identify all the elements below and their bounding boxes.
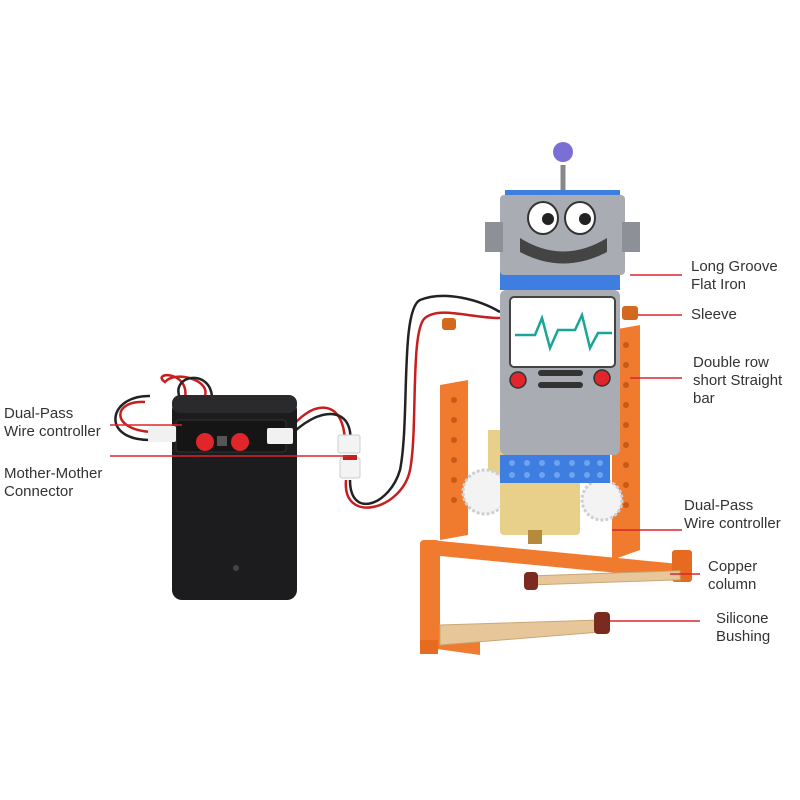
wire-connector-to-robot-black	[348, 294, 501, 505]
wire-left-loop-black	[114, 394, 151, 442]
label-dual-pass-right: Dual-Pass Wire controller	[684, 497, 781, 532]
copper-columns	[439, 570, 681, 646]
wire-red-top	[160, 374, 207, 399]
label-dual-pass-left: Dual-Pass Wire controller	[4, 405, 101, 440]
heartbeat-line	[515, 311, 612, 352]
wire-connector-to-robot-red	[344, 311, 501, 509]
label-silicone-bushing: Silicone Bushing	[716, 610, 771, 645]
wire-right-black	[287, 412, 352, 446]
label-double-row-straight-bar: Double row short Straight bar	[693, 354, 783, 407]
label-sleeve: Sleeve	[691, 306, 737, 323]
label-copper-column: Copper column	[708, 558, 758, 593]
label-long-groove-flat-iron: Long Groove Flat Iron	[691, 258, 778, 293]
antenna-ball	[553, 142, 573, 162]
leader-lines	[110, 274, 700, 622]
dual-pass-controller-board	[148, 419, 293, 453]
wire-black-top	[177, 376, 214, 399]
robot-head	[485, 142, 640, 275]
label-mother-mother-connector: Mother-Mother Connector	[4, 465, 103, 500]
mother-mother-connector	[337, 434, 361, 479]
robot-body	[500, 270, 620, 483]
wire-left-loop-red	[119, 400, 153, 434]
